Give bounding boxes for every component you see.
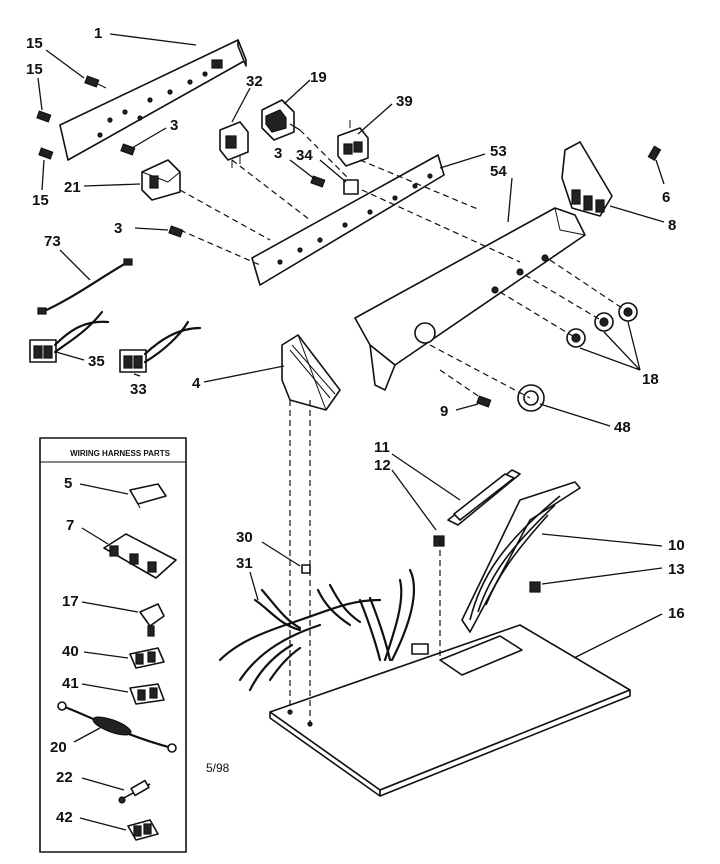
callout-32: 32 <box>246 73 263 90</box>
clip-34 <box>343 179 359 195</box>
callout-3a: 3 <box>170 117 178 134</box>
switch-39 <box>337 120 369 167</box>
callout-11: 11 <box>374 439 390 456</box>
callout-5: 5 <box>64 475 72 492</box>
callout-19: 19 <box>310 69 327 86</box>
knob-18-c <box>566 328 586 348</box>
callout-33: 33 <box>130 381 147 398</box>
part-5-connector <box>129 483 167 509</box>
callout-labels: 15 15 15 1 32 19 39 3 3 3 34 53 54 6 8 2… <box>26 25 685 826</box>
screw-6 <box>647 145 662 162</box>
callout-30: 30 <box>236 529 253 546</box>
callout-54: 54 <box>490 163 507 180</box>
screw-3-upper <box>120 143 136 156</box>
screw-13 <box>529 581 541 593</box>
callout-3c: 3 <box>114 220 122 237</box>
switch-32 <box>219 121 249 168</box>
screw-15-top <box>84 75 107 89</box>
callout-31: 31 <box>236 555 253 572</box>
callout-17: 17 <box>62 593 79 610</box>
main-harness-31 <box>218 568 416 692</box>
callout-39: 39 <box>396 93 413 110</box>
part-40-plug <box>129 647 165 669</box>
callout-73: 73 <box>44 233 61 250</box>
callout-15b: 15 <box>26 61 43 78</box>
callout-35: 35 <box>88 353 105 370</box>
callout-3b: 3 <box>274 145 282 162</box>
cover-4 <box>281 334 341 411</box>
part-41-plug <box>129 683 165 705</box>
callout-21: 21 <box>64 179 81 196</box>
callout-7: 7 <box>66 517 74 534</box>
callout-10: 10 <box>668 537 685 554</box>
callout-53: 53 <box>490 143 507 160</box>
terminal-block-8 <box>561 141 613 217</box>
callout-16: 16 <box>668 605 685 622</box>
date-code: 5/98 <box>206 761 230 775</box>
door-frame-11 <box>447 469 521 526</box>
part-20-fuse <box>57 701 177 753</box>
callout-9: 9 <box>440 403 448 420</box>
callout-42: 42 <box>56 809 73 826</box>
screw-9 <box>476 395 492 408</box>
leader-lines <box>37 33 665 659</box>
callout-22: 22 <box>56 769 73 786</box>
callout-48: 48 <box>614 419 631 436</box>
lint-duct-10 <box>461 481 581 633</box>
callout-20: 20 <box>50 739 67 756</box>
console-54 <box>354 207 586 391</box>
timer-switch-21 <box>141 159 181 201</box>
callout-40: 40 <box>62 643 79 660</box>
control-panel-rear <box>59 39 247 161</box>
callout-4: 4 <box>192 375 201 392</box>
screw-12 <box>433 535 445 547</box>
callout-8: 8 <box>668 217 676 234</box>
callout-18: 18 <box>642 371 659 388</box>
wiring-box-title: WIRING HARNESS PARTS <box>70 449 171 458</box>
harness-35 <box>29 310 110 363</box>
base-16 <box>269 624 631 797</box>
wiring-harness-box: WIRING HARNESS PARTS <box>39 437 187 853</box>
callout-1: 1 <box>94 25 102 42</box>
callout-41: 41 <box>62 675 79 692</box>
wiring-box-leaders <box>73 483 139 831</box>
screw-15-mid <box>36 110 52 123</box>
knob-18-a <box>618 302 638 322</box>
callout-6: 6 <box>662 189 670 206</box>
knob-48 <box>517 384 545 412</box>
callout-12: 12 <box>374 457 391 474</box>
part-42-plug <box>127 819 159 841</box>
screw-3-lower <box>168 225 184 238</box>
part-17-clip <box>139 603 165 637</box>
callout-15c: 15 <box>32 192 49 209</box>
clip-30 <box>301 564 311 574</box>
callout-13: 13 <box>668 561 685 578</box>
buzzer-19 <box>261 99 301 141</box>
callout-15a: 15 <box>26 35 43 52</box>
harness-33 <box>119 320 202 373</box>
screw-15-low <box>38 147 54 160</box>
callout-34: 34 <box>296 147 313 164</box>
part-22-terminal <box>118 779 151 804</box>
part-7-block <box>103 533 177 579</box>
wire-73 <box>37 258 133 315</box>
control-bracket-53 <box>251 154 445 286</box>
alignment-lines <box>179 129 629 724</box>
